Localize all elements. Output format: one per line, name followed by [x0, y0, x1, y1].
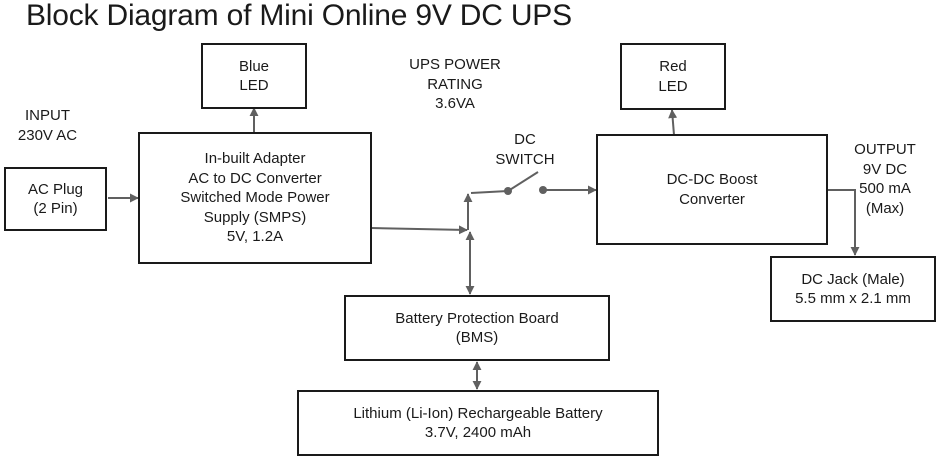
diagram-title: Block Diagram of Mini Online 9V DC UPS — [26, 0, 572, 32]
bms-block: Battery Protection Board (BMS) — [344, 295, 610, 361]
input-label: INPUT 230V AC — [17, 107, 78, 144]
smps-block: In-built Adapter AC to DC Converter Swit… — [138, 132, 372, 264]
boost-converter-block: DC-DC Boost Converter — [596, 134, 828, 245]
wire-boost-dcjack — [826, 189, 860, 256]
switch-lever — [507, 171, 539, 192]
blue-led-block: Blue LED — [201, 43, 307, 109]
wire-boost-redled — [668, 109, 678, 136]
red-led-block: Red LED — [620, 43, 726, 110]
wire-switch-lead — [470, 190, 509, 194]
wire-smps-junction — [370, 225, 468, 235]
switch-contact-left — [504, 187, 512, 195]
ups-rating-label: UPS POWER RATING 3.6VA — [409, 56, 501, 112]
dc-switch-label: DC SWITCH — [495, 131, 555, 168]
battery-block: Lithium (Li-Ion) Rechargeable Battery 3.… — [297, 390, 659, 456]
dc-jack-block: DC Jack (Male) 5.5 mm x 2.1 mm — [770, 256, 936, 322]
output-label: OUTPUT 9V DC 500 mA (Max) — [854, 141, 916, 217]
switch-contact-right — [539, 186, 547, 194]
ac-plug-block: AC Plug (2 Pin) — [4, 167, 107, 231]
